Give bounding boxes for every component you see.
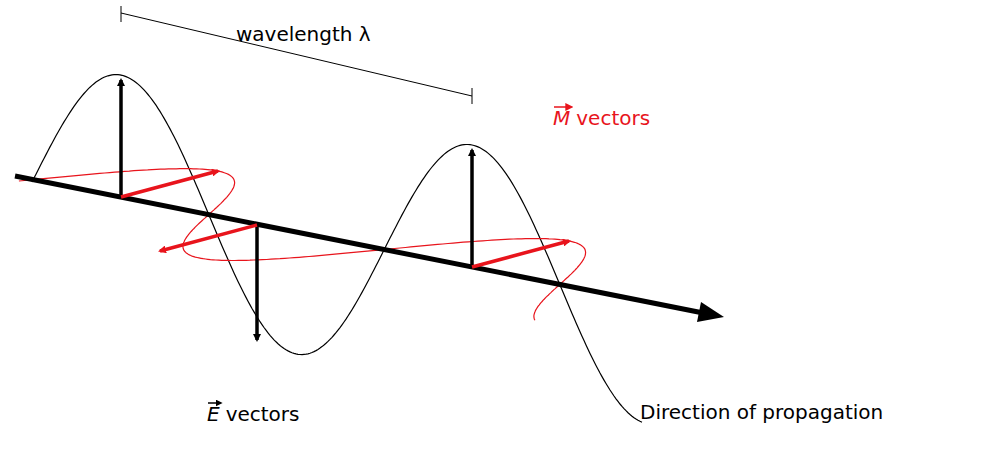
- e-field-wave: [32, 75, 642, 423]
- vector-caption: vectors: [226, 402, 300, 426]
- dimension-label: wavelength λ: [236, 22, 371, 46]
- m-vector: [121, 171, 218, 197]
- m-vector: [472, 241, 569, 267]
- dimension-line: [121, 13, 472, 96]
- vector-caption: vectors: [576, 106, 650, 130]
- m-vector: [160, 225, 257, 251]
- axis-arrowhead: [697, 302, 724, 322]
- e-vector: [255, 225, 259, 340]
- e-vector: [119, 80, 123, 197]
- vector-symbol: M: [553, 106, 570, 130]
- vector-symbol: E: [207, 402, 220, 426]
- propagation-axis: [15, 176, 702, 313]
- dimension-tick: [121, 6, 122, 22]
- axis-label: Direction of propagation: [640, 400, 883, 424]
- e-vector: [470, 150, 474, 267]
